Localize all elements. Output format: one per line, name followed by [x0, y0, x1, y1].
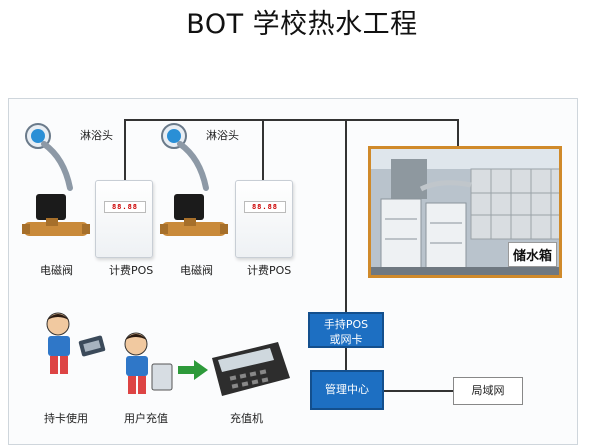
billing-pos-label: 计费POS — [109, 264, 154, 277]
wire-center-drop — [345, 119, 347, 312]
handheld-pos-line1: 手持POS — [323, 318, 369, 331]
wire-shower1-drop — [124, 119, 126, 181]
shower-head-icon — [22, 122, 92, 192]
card-user-icon — [36, 310, 108, 382]
billing-pos-label: 计费POS — [247, 264, 292, 277]
wire-center-to-lan — [383, 390, 453, 392]
shower-head-label: 淋浴头 — [80, 129, 113, 142]
billing-pos-device: 88.88 — [235, 180, 293, 258]
solenoid-valve-icon — [160, 190, 230, 246]
handheld-pos-line2: 或网卡 — [329, 333, 363, 346]
lan-box: 局域网 — [453, 377, 523, 405]
wire-tank-drop — [457, 119, 459, 147]
user-recharge-icon — [114, 330, 178, 396]
wire-shower2-drop — [262, 119, 264, 181]
storage-tank-label: 储水箱 — [507, 242, 557, 267]
management-center-label: 管理中心 — [325, 383, 369, 396]
valve-label: 电磁阀 — [180, 264, 213, 277]
use-card-label: 持卡使用 — [44, 412, 88, 425]
wire-handheld-to-center — [345, 348, 347, 370]
solenoid-valve-icon — [22, 190, 92, 246]
page-title: BOT 学校热水工程 — [186, 9, 418, 40]
recharge-machine-icon — [208, 338, 292, 398]
billing-pos-device: 88.88 — [95, 180, 153, 258]
arrow-right-icon — [178, 360, 208, 380]
lan-label: 局域网 — [471, 384, 505, 397]
handheld-pos-box: 手持POS 或网卡 — [308, 312, 384, 348]
recharge-machine-label: 充值机 — [230, 412, 263, 425]
wire-top-bus — [124, 119, 459, 121]
valve-label: 电磁阀 — [40, 264, 73, 277]
management-center-box: 管理中心 — [310, 370, 384, 410]
shower-head-label: 淋浴头 — [206, 129, 239, 142]
pos-screen: 88.88 — [244, 201, 286, 213]
storage-tank-photo: 储水箱 — [368, 146, 562, 278]
pos-screen: 88.88 — [104, 201, 146, 213]
user-recharge-label: 用户充值 — [124, 412, 168, 425]
shower-head-icon — [158, 122, 228, 192]
